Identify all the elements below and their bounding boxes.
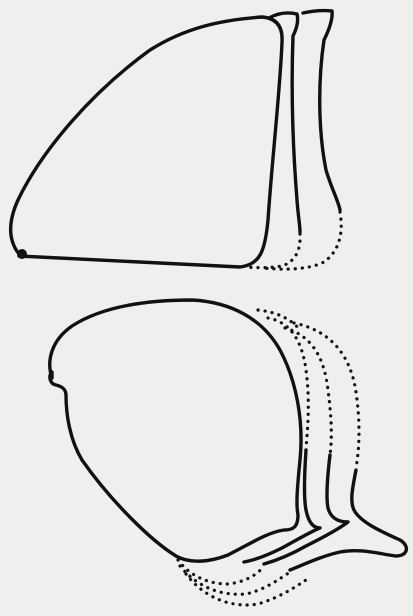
lower-figure — [50, 300, 407, 605]
lower-main-outline — [50, 300, 301, 561]
upper-outer-outline — [303, 11, 340, 210]
upper-outer-dotted-tail — [262, 212, 341, 269]
lower-dotted-tail-3 — [186, 574, 306, 605]
upper-figure — [11, 11, 342, 270]
upper-main-outline — [11, 17, 282, 267]
lower-lobe-3-dotted-top — [294, 323, 359, 468]
lower-dotted-tail-2 — [180, 566, 290, 594]
upper-middle-outline — [269, 13, 300, 232]
upper-corner-dot — [17, 249, 27, 259]
